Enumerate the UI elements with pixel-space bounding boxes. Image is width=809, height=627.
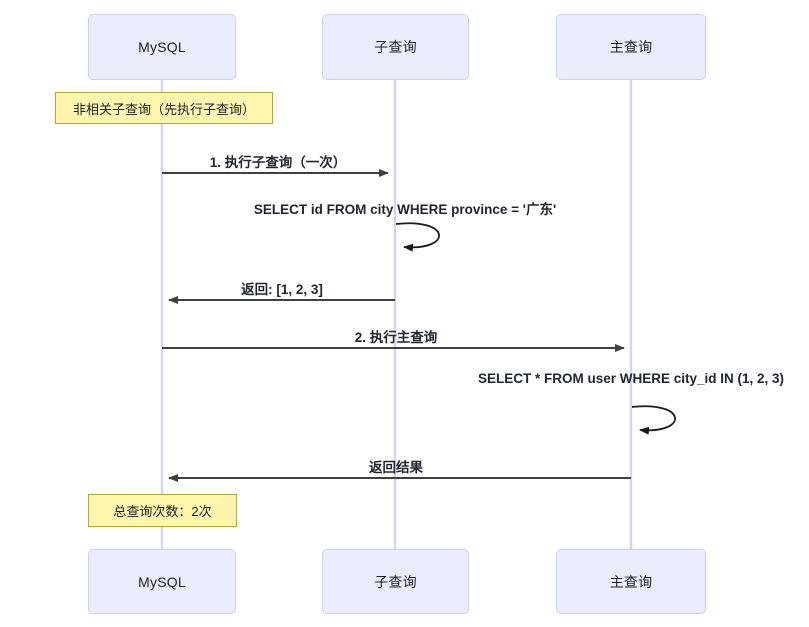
participant-label-mysql-top: MySQL: [138, 39, 186, 55]
participant-box-subquery-top[interactable]: 子查询: [322, 14, 469, 80]
participant-label-mysql-bottom: MySQL: [138, 573, 186, 590]
message-arrow-2-selfloop: [395, 222, 440, 252]
participant-label-mainquery-top: 主查询: [609, 39, 653, 55]
note-non-correlated-subquery: 非相关子查询（先执行子查询）: [55, 92, 273, 124]
message-label-1: 1. 执行子查询（一次）: [209, 155, 347, 170]
note-label-bottom: 总查询次数：2次: [113, 504, 212, 519]
lifelines: [160, 80, 633, 549]
message-arrow-5-selfloop: [631, 405, 676, 435]
message-label-4: 2. 执行主查询: [354, 330, 438, 345]
message-label-2-sql: SELECT id FROM city WHERE province = '广东…: [253, 202, 557, 217]
participant-box-mainquery-top[interactable]: 主查询: [556, 14, 706, 80]
message-label-3: 返回: [1, 2, 3]: [241, 282, 323, 297]
note-label-top: 非相关子查询（先执行子查询）: [72, 101, 255, 117]
participant-box-mysql-bottom[interactable]: MySQL: [88, 549, 236, 614]
message-label-6: 返回结果: [369, 460, 423, 475]
participant-label-subquery-top: 子查询: [374, 39, 417, 55]
participant-box-mainquery-bottom[interactable]: 主查询: [556, 549, 706, 614]
note-total-query-count: 总查询次数：2次: [88, 494, 237, 527]
participant-box-mysql-top[interactable]: MySQL: [88, 14, 236, 80]
participant-box-subquery-bottom[interactable]: 子查询: [322, 549, 469, 614]
message-label-5-sql: SELECT * FROM user WHERE city_id IN (1, …: [477, 371, 785, 386]
participant-label-mainquery-bottom: 主查询: [609, 573, 653, 590]
participant-label-subquery-bottom: 子查询: [374, 573, 417, 590]
